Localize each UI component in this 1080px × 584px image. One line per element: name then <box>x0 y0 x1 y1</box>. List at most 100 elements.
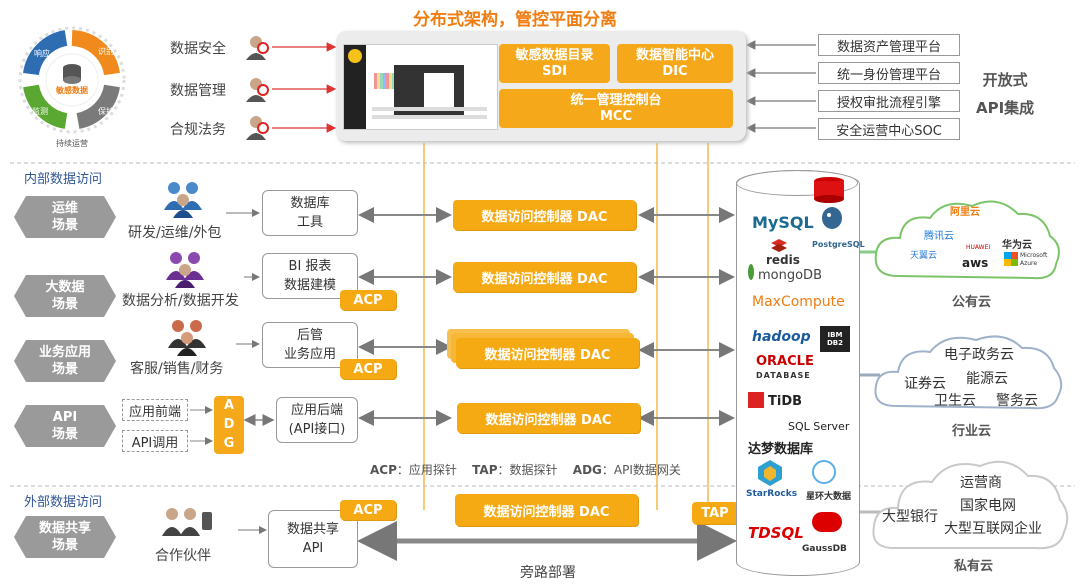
legend-acp-val: ：应用探针 <box>396 463 457 477</box>
scenario-ops-line2: 场景 <box>51 218 78 233</box>
starrocks-icon <box>758 460 782 486</box>
legend-adg-val: ：API数据网关 <box>601 463 681 477</box>
db-hadoop: hadoop <box>752 329 811 345</box>
scenario-api-line1: API <box>52 410 78 425</box>
lifecycle-seg-identify: 识别 <box>98 47 114 56</box>
gaussdb-icon <box>812 512 842 532</box>
users-ops: 研发/运维/外包 <box>128 225 222 241</box>
private-internet: 大型互联网企业 <box>944 521 1042 537</box>
private-carrier: 运营商 <box>960 475 1002 491</box>
legend: ACP：应用探针 TAP：数据探针 ADG：API数据网关 <box>370 461 681 478</box>
vendor-huawei-logo: HUAWEI <box>966 244 991 251</box>
legend-acp-key: ACP <box>370 463 397 477</box>
tap-probe: TAP <box>692 502 738 524</box>
bypass-label: 旁路部署 <box>520 565 576 581</box>
adg-d: D <box>223 417 235 432</box>
tool-share-api: 数据共享 API <box>268 510 358 568</box>
scenario-ops: 运维场景 <box>14 196 116 238</box>
dac-api: 数据访问控制器 DAC <box>457 403 640 433</box>
tool-share-api-line1: 数据共享 <box>286 522 339 537</box>
private-cloud-label: 私有云 <box>954 559 994 574</box>
scenario-sharing: 数据共享场景 <box>14 516 116 558</box>
tool-backend-line1: 应用后端 <box>290 403 343 418</box>
scenario-business-line2: 场景 <box>51 362 78 377</box>
tool-backend: 应用后端(API接口) <box>276 397 358 443</box>
db-ibm-db2: IBM DB2 <box>820 326 850 352</box>
tool-share-api-line2: API <box>302 541 324 556</box>
database-cylinder <box>736 170 860 576</box>
dic-line2: DIC <box>662 63 688 79</box>
scenario-business: 业务应用场景 <box>14 340 116 382</box>
lifecycle-seg-protect: 保护 <box>98 107 114 116</box>
integration-approval: 授权审批流程引擎 <box>818 90 960 112</box>
gov-compliance: 合规法务 <box>170 122 226 138</box>
redis-icon <box>771 239 787 252</box>
staff-icon <box>168 320 206 356</box>
section-internal: 内部数据访问 <box>24 172 103 187</box>
db-sqlserver: SQL Server <box>788 420 850 433</box>
open-api-line2: API集成 <box>976 99 1035 117</box>
adg-gateway: A D G <box>214 396 244 454</box>
db-mongodb: mongoDB <box>758 268 822 283</box>
lifecycle-seg-monitor: 监测 <box>32 107 48 116</box>
integration-asset: 数据资产管理平台 <box>818 34 960 56</box>
mcc-line1: 统一管理控制台 <box>570 92 662 108</box>
tool-business-line2: 业务应用 <box>283 347 336 362</box>
scenario-bigdata-line1: 大数据 <box>45 280 85 295</box>
page-title: 分布式架构，管控平面分离 <box>413 10 617 30</box>
db-oracle-sub: DATABASE <box>756 371 811 380</box>
industry-cloud-label: 行业云 <box>952 424 992 439</box>
scenario-api-line2: 场景 <box>51 427 78 442</box>
db-oracle: ORACLE <box>756 354 814 369</box>
users-icon <box>164 182 202 218</box>
tool-db: 数据库工具 <box>262 190 358 236</box>
db-redis: redis <box>766 253 800 267</box>
users-business: 客服/销售/财务 <box>130 361 224 377</box>
section-external: 外部数据访问 <box>24 495 103 510</box>
postgres-elephant-icon <box>822 207 842 229</box>
scenario-sharing-line2: 场景 <box>51 538 78 553</box>
industry-energy: 能源云 <box>966 371 1008 387</box>
sdi-line1: 敏感数据目录 <box>515 47 594 63</box>
lifecycle-center: 敏感数据 <box>56 86 88 95</box>
mcc-line2: MCC <box>599 108 632 124</box>
dac-business: 数据访问控制器 DAC <box>456 338 639 368</box>
db-transwarp: 星环大数据 <box>806 492 852 502</box>
adg-g: G <box>223 436 235 451</box>
vendor-tianyi: 天翼云 <box>910 251 938 261</box>
industry-health: 卫生云 <box>934 393 976 409</box>
users-partners: 合作伙伴 <box>155 548 211 564</box>
public-cloud-label: 公有云 <box>952 295 992 310</box>
industry-securities: 证券云 <box>904 376 946 392</box>
gov-data-security: 数据安全 <box>170 41 226 57</box>
microsoft-icon <box>1004 252 1018 266</box>
sdi-line2: SDI <box>541 63 567 79</box>
transwarp-icon <box>812 460 836 484</box>
open-api-label: 开放式 API集成 <box>976 66 1034 122</box>
industry-egov: 电子政务云 <box>944 347 1014 363</box>
cylinder-top <box>736 170 858 196</box>
legend-adg-key: ADG <box>572 463 602 477</box>
db-dameng: 达梦数据库 <box>748 442 814 457</box>
red-db-icon <box>814 177 844 203</box>
adg-a: A <box>223 398 235 413</box>
db-tdsql: TDSQL <box>748 524 804 542</box>
vendor-tencent: 腾讯云 <box>924 231 954 242</box>
mongodb-leaf-icon <box>748 264 754 280</box>
acp-bigdata: ACP <box>340 290 396 310</box>
api-call: API调用 <box>122 430 188 452</box>
lifecycle-footer: 持续运营 <box>56 139 88 148</box>
vendor-aliyun: 阿里云 <box>950 207 980 218</box>
vendor-aws: aws <box>962 256 989 270</box>
industry-cloud-shape <box>874 335 1063 410</box>
tool-bi-line1: BI 报表 <box>288 259 332 274</box>
private-cloud-shape <box>872 460 1069 550</box>
integration-identity: 统一身份管理平台 <box>818 62 960 84</box>
dic-line1: 数据智能中心 <box>635 47 714 63</box>
lifecycle-seg-respond: 响应 <box>34 49 50 58</box>
dac-sharing: 数据访问控制器 DAC <box>455 494 638 526</box>
db-tidb: TiDB <box>768 394 803 409</box>
